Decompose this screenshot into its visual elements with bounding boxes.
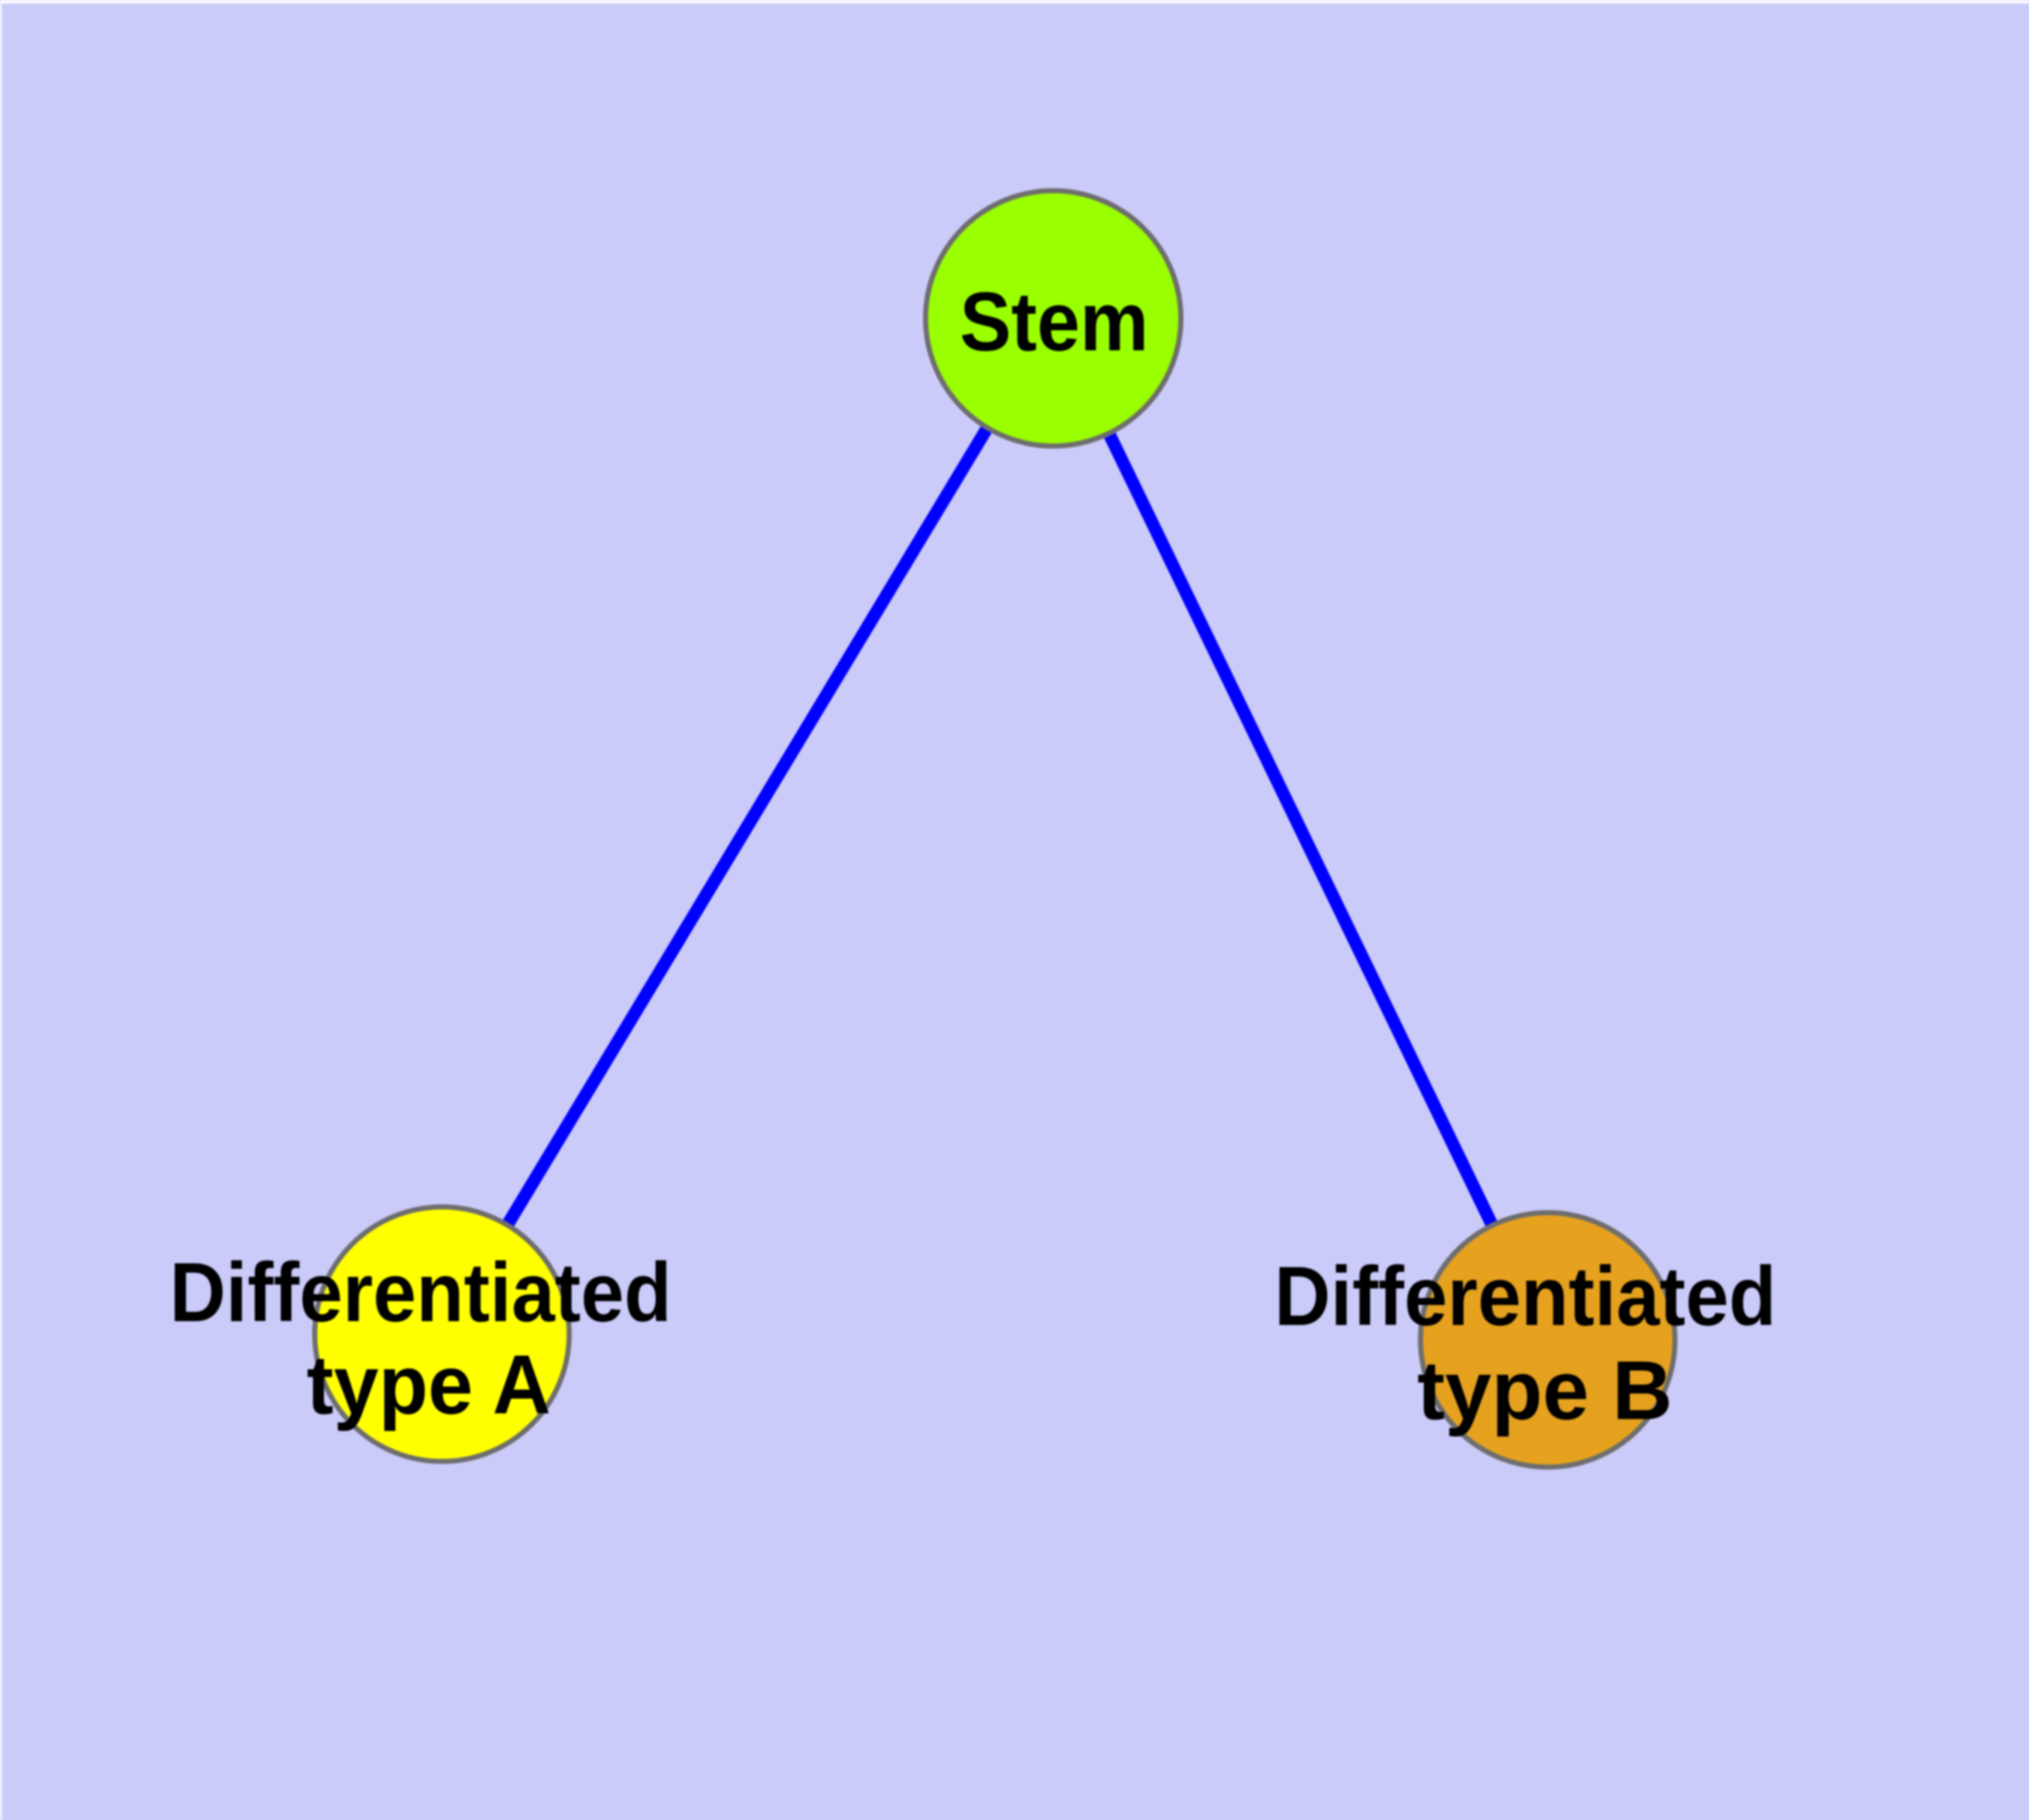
svg-text:type A: type A — [306, 1338, 551, 1432]
svg-text:Differentiated: Differentiated — [169, 1245, 672, 1339]
svg-text:type B: type B — [1417, 1343, 1672, 1437]
svg-text:Differentiated: Differentiated — [1274, 1250, 1776, 1343]
svg-text:Stem: Stem — [960, 275, 1149, 369]
